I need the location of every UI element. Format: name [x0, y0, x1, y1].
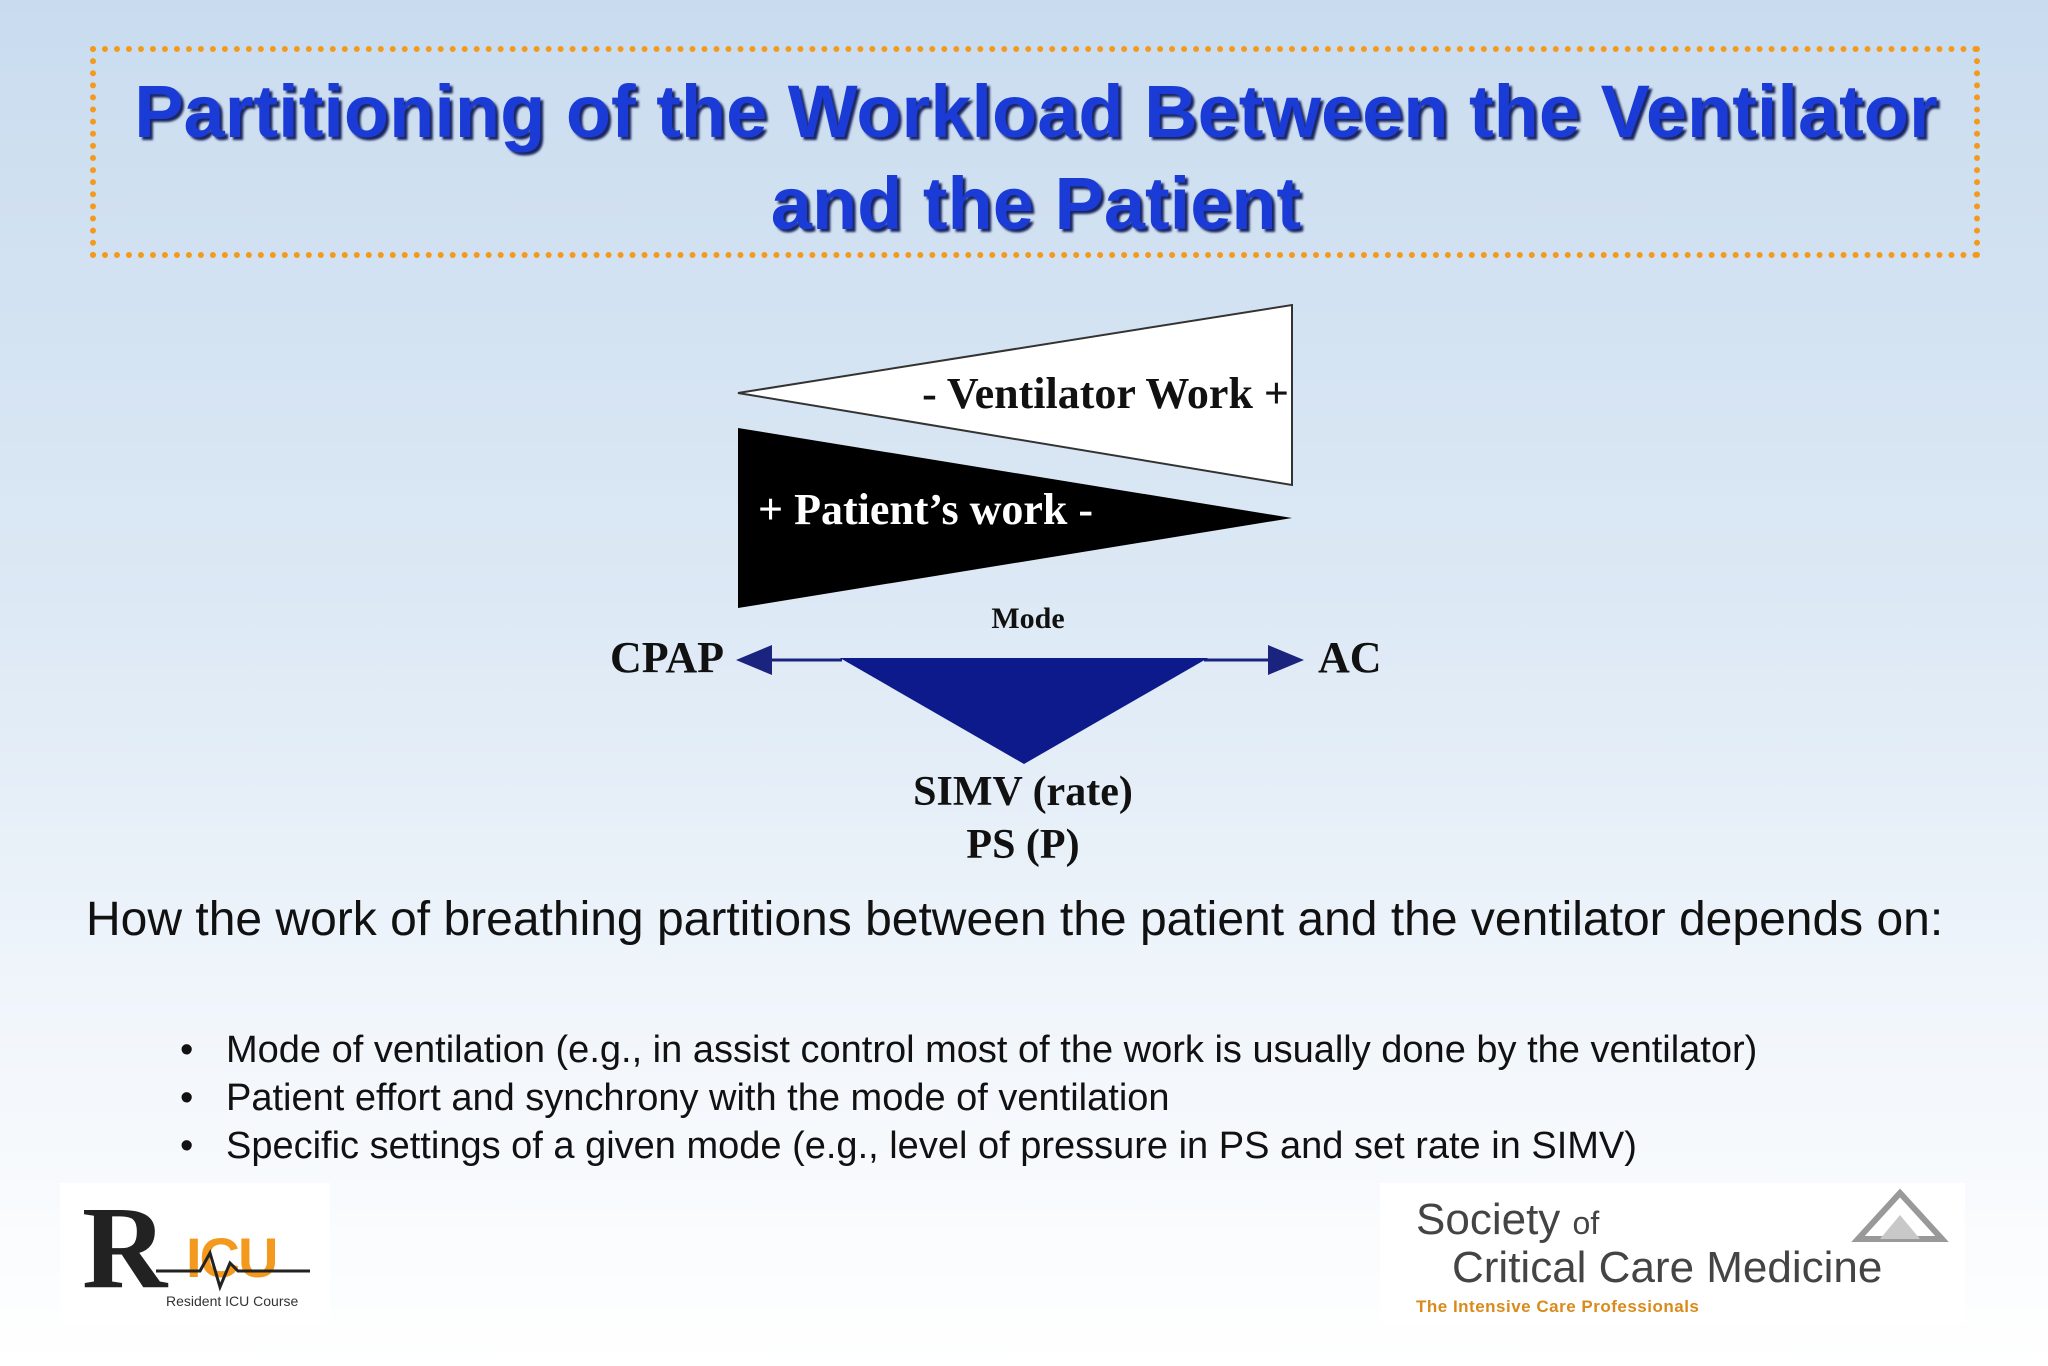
ricu-logo-text: ICU: [186, 1226, 276, 1289]
mode-label: Mode: [991, 602, 1064, 635]
sccm-name: Critical Care Medicine: [1452, 1243, 1883, 1292]
patient-work-label: + Patient’s work -: [758, 485, 1093, 534]
ricu-logo: R ICU Resident ICU Course: [60, 1182, 330, 1323]
title-line-2: and the Patient: [770, 162, 1302, 245]
ps-label: PS (P): [966, 822, 1079, 868]
simv-label: SIMV (rate): [913, 769, 1133, 815]
sccm-tagline: The Intensive Care Professionals: [1416, 1297, 1700, 1316]
title-border: [90, 46, 1980, 258]
heartbeat-icon: [156, 1249, 310, 1292]
cpap-label: CPAP: [610, 633, 724, 682]
sccm-society-text: Society of: [1416, 1195, 1600, 1244]
ventilator-work-wedge: [737, 303, 1293, 487]
intro-text: How the work of breathing partitions bet…: [86, 893, 1944, 946]
title-line-1: Partitioning of the Workload Between the…: [134, 70, 1938, 153]
ricu-subtitle: Resident ICU Course: [166, 1293, 298, 1309]
patient-work-wedge: [738, 428, 1292, 608]
bullet-icon: •: [180, 1125, 194, 1167]
list-item: •Specific settings of a given mode (e.g.…: [170, 1122, 1757, 1170]
ventilator-work-label: - Ventilator Work +: [922, 369, 1289, 418]
sccm-logo: Society of Critical Care Medicine The In…: [1380, 1183, 1965, 1323]
list-item: •Mode of ventilation (e.g., in assist co…: [170, 1026, 1757, 1074]
bullet-icon: •: [180, 1029, 194, 1071]
ac-label: AC: [1318, 633, 1382, 682]
bullet-list: •Mode of ventilation (e.g., in assist co…: [170, 1026, 1757, 1170]
bullet-icon: •: [180, 1077, 194, 1119]
svg-text:R: R: [82, 1183, 169, 1313]
list-item: •Patient effort and synchrony with the m…: [170, 1074, 1757, 1122]
slide-title: Partitioning of the Workload Between the…: [96, 66, 1976, 250]
mode-triangle: [840, 658, 1208, 764]
sccm-emblem-icon: [1851, 1188, 1949, 1242]
